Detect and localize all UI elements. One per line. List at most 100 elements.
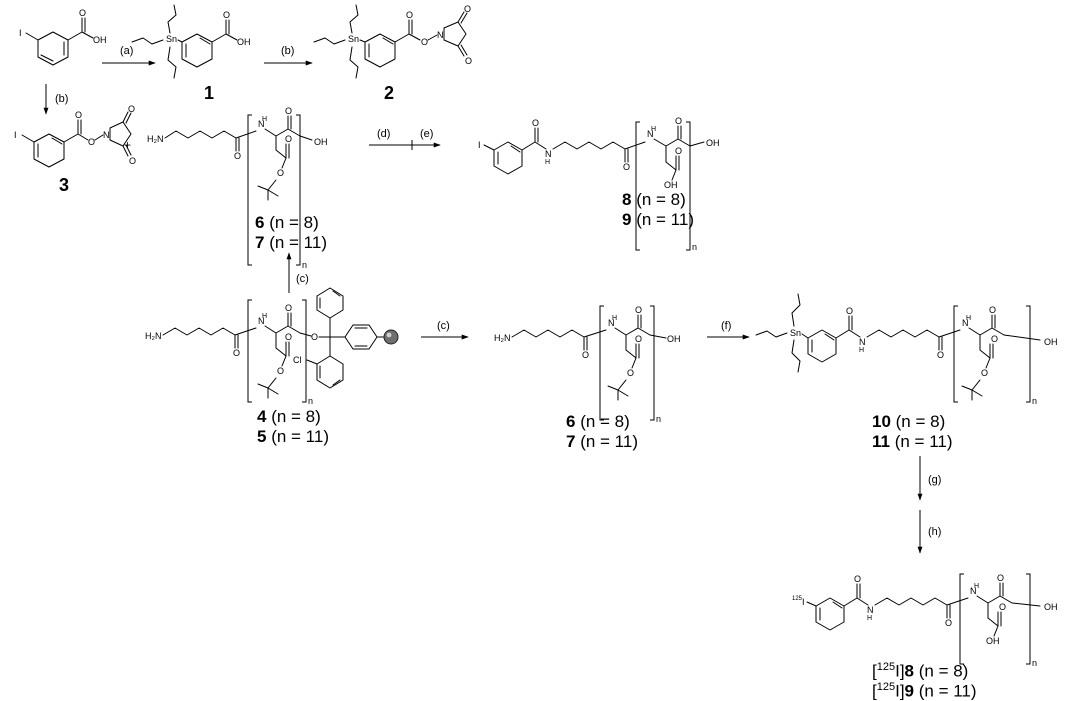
nitrogen-atom: N: [258, 316, 265, 326]
condition-a: (a): [120, 45, 134, 57]
oxygen-atom: O: [945, 618, 952, 628]
oxygen-atom: O: [635, 305, 642, 315]
compound-3-structure: I O O N O O: [14, 104, 136, 168]
resin-bead-highlight: [386, 332, 392, 338]
oxygen-atom: O: [532, 118, 539, 128]
oxygen-atom: O: [88, 137, 95, 147]
hydrogen-atom: H: [262, 313, 267, 320]
compound-label-6-middle: 6 (n = 8): [566, 412, 630, 431]
nitrogen-atom: N: [647, 129, 654, 139]
amine-group: H₂N: [494, 333, 511, 343]
plus-sign: +: [124, 138, 131, 152]
condition-f: (f): [721, 320, 732, 332]
chlorine-atom: Cl: [293, 355, 302, 365]
hydrogen-atom: H: [859, 347, 864, 354]
oxygen-atom: O: [79, 8, 86, 18]
condition-c-right: (c): [437, 320, 450, 332]
condition-e: (e): [420, 128, 434, 140]
compound-label-10: 10 (n = 8): [872, 412, 946, 431]
oxygen-atom: O: [233, 348, 240, 358]
compound-label-7-top: 7 (n = 11): [255, 233, 327, 252]
condition-h: (h): [928, 526, 942, 538]
compound-label-2: 2: [384, 83, 395, 103]
compound-10-structure: Sn O N H O N H O OH O O: [755, 293, 1058, 406]
oxygen-atom: O: [234, 151, 241, 161]
oxygen-atom: O: [854, 574, 861, 584]
compound-label-125i-9: [125I]9 (n = 11): [872, 681, 977, 701]
oxygen-atom: O: [582, 350, 589, 360]
hydrogen-atom: H: [262, 116, 267, 123]
oxygen-atom: O: [277, 168, 284, 178]
compound-label-1: 1: [204, 83, 215, 103]
compound-label-125i-8: [125I]8 (n = 8): [872, 661, 969, 681]
oxygen-atom: O: [675, 146, 682, 156]
oxygen-atom: O: [464, 4, 471, 14]
nitrogen-atom: N: [437, 30, 444, 40]
hydroxyl-group: OH: [706, 138, 720, 148]
compound-4-structure: H₂N O N H O O O n O: [145, 287, 386, 406]
compound-6-top-structure: H₂N O N H O OH O O n: [147, 106, 328, 270]
oxygen-atom: O: [465, 56, 472, 66]
nitrogen-atom: N: [859, 337, 866, 347]
iodine-atom: I: [19, 28, 22, 38]
oxygen-atom: O: [406, 10, 413, 20]
hydroxyl-group: OH: [667, 334, 681, 344]
hydroxyl-group: OH: [986, 636, 1000, 646]
hydroxyl-group: OH: [1044, 602, 1058, 612]
repeat-subscript: n: [656, 414, 661, 424]
compound-label-7-middle: 7 (n = 11): [566, 432, 638, 451]
oxygen-atom: O: [937, 350, 944, 360]
condition-c-up: (c): [296, 273, 309, 285]
oxygen-atom: O: [846, 306, 853, 316]
tin-atom: Sn: [166, 34, 177, 44]
oxygen-atom: O: [989, 305, 996, 315]
condition-g: (g): [928, 474, 942, 486]
iodobenzoic-acid-structure: I O OH: [19, 8, 107, 66]
oxygen-atom: O: [285, 332, 292, 342]
compound-1-structure: Sn O OH: [131, 4, 251, 79]
condition-b-left: (b): [55, 93, 69, 105]
oxygen-atom: O: [421, 37, 428, 47]
oxygen-atom: O: [75, 110, 82, 120]
compound-6-middle-structure: H₂N O N H O OH O O n: [494, 305, 681, 424]
hydrogen-atom: H: [545, 159, 550, 166]
compound-label-5: 5 (n = 11): [257, 427, 329, 446]
nitrogen-atom: N: [103, 130, 110, 140]
hydrogen-atom: H: [612, 315, 617, 322]
compound-label-4: 4 (n = 8): [257, 407, 321, 426]
nitrogen-atom: N: [608, 318, 615, 328]
iodine-atom: I: [14, 130, 17, 140]
oxygen-atom: O: [635, 334, 642, 344]
repeat-subscript: n: [302, 260, 307, 270]
oxygen-atom: O: [623, 162, 630, 172]
hydrogen-atom: H: [651, 126, 656, 133]
compound-8-structure: I O N H O N H O OH O OH n: [478, 116, 720, 252]
compound-label-9: 9 (n = 11): [622, 210, 694, 229]
amine-group: H₂N: [145, 331, 162, 341]
compound-label-8: 8 (n = 8): [622, 190, 686, 209]
hydroxyl-group: OH: [664, 180, 678, 190]
repeat-subscript: n: [308, 396, 313, 406]
oxygen-atom: O: [285, 134, 292, 144]
oxygen-atom: O: [675, 116, 682, 126]
hydroxyl-group: OH: [1044, 337, 1058, 347]
oxygen-atom: O: [997, 573, 1004, 583]
oxygen-atom: O: [285, 106, 292, 116]
condition-b-top: (b): [281, 45, 295, 57]
compound-label-3: 3: [59, 175, 70, 195]
isotope-mass-number: 125: [792, 596, 803, 602]
radiolabeled-compound-structure: 125 I O N H O N H O OH O OH n: [792, 573, 1058, 668]
oxygen-atom: O: [129, 156, 136, 166]
oxygen-atom: O: [991, 334, 998, 344]
hydrogen-atom: H: [974, 583, 979, 590]
oxygen-atom: O: [277, 366, 284, 376]
nitrogen-atom: N: [867, 605, 874, 615]
compound-label-6-top: 6 (n = 8): [255, 213, 319, 232]
hydroxyl-group: OH: [314, 137, 328, 147]
nitrogen-atom: N: [970, 586, 977, 596]
oxygen-atom: O: [981, 368, 988, 378]
hydrogen-atom: H: [966, 315, 971, 322]
oxygen-atom: O: [128, 104, 135, 114]
oxygen-atom: O: [285, 303, 292, 313]
